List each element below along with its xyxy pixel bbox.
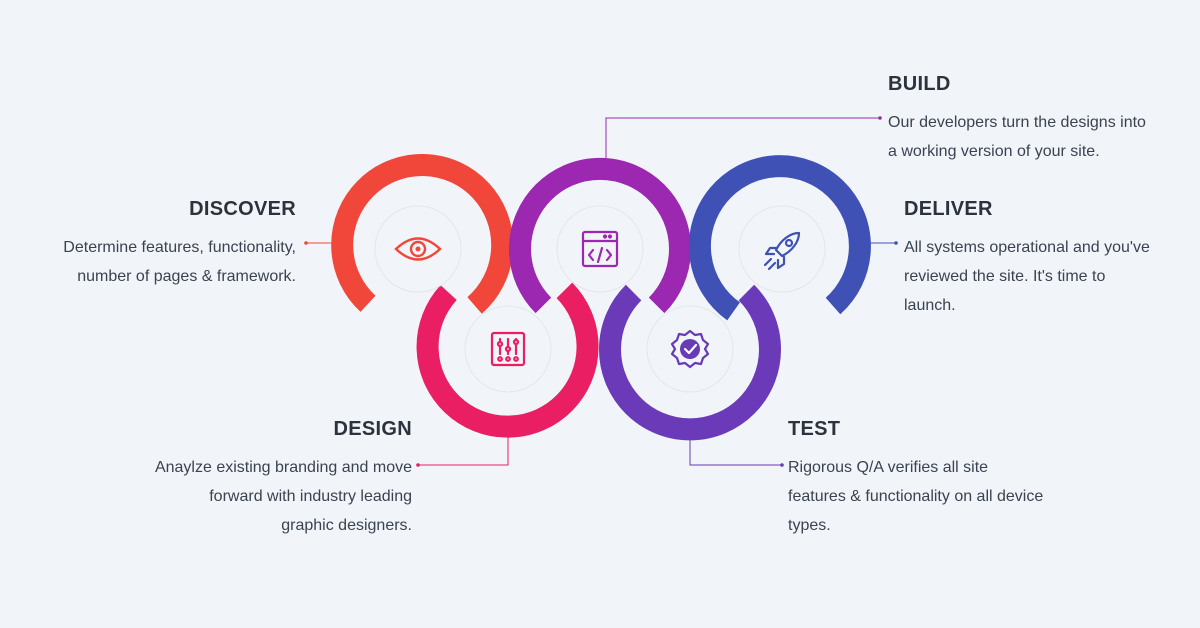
build-line-1: Our developers turn the designs into [888,114,1146,131]
test-line-1: Rigorous Q/A verifies all site [788,459,989,476]
discover-ring [331,153,514,314]
test-line-2: features & functionality on all device [788,488,1044,505]
deliver-ring [688,155,871,321]
design-line-1: Anaylze existing branding and move [154,459,412,476]
build-connector-dot [878,116,882,120]
code-window-icon [581,230,619,268]
step-design: DESIGN Anaylze existing branding and mov… [100,417,412,540]
deliver-title: DELIVER [904,198,993,220]
rings [331,153,871,441]
badge-check-icon [670,329,710,369]
step-test: TEST Rigorous Q/A verifies all site feat… [788,417,1088,540]
design-line-2: forward with industry leading [209,488,412,505]
design-connector-dot [416,463,420,467]
design-line-3: graphic designers. [281,517,412,534]
sliders-icon [490,331,526,367]
build-inner-circle [556,205,644,293]
design-connector [418,430,509,466]
test-connector [689,430,782,466]
deliver-line-2: reviewed the site. It's time to [904,268,1106,285]
design-description: Anaylze existing branding and move forwa… [100,453,412,540]
build-ring [509,157,691,314]
deliver-connector-dot [894,241,898,245]
build-title: BUILD [888,73,951,95]
build-description: Our developers turn the designs into a w… [888,108,1188,166]
rocket-icon [763,231,801,271]
discover-line-2: number of pages & framework. [77,268,296,285]
deliver-line-3: launch. [904,297,956,314]
discover-line-1: Determine features, functionality, [63,239,296,256]
discover-title: DISCOVER [189,198,296,220]
step-build: BUILD Our developers turn the designs in… [888,72,1188,166]
design-ring [416,282,599,438]
deliver-inner-circle [738,205,826,293]
discover-connector-dot [304,241,308,245]
build-line-2: a working version of your site. [888,143,1100,160]
deliver-line-1: All systems operational and you've [904,239,1150,256]
ring-joints [449,293,475,306]
step-deliver: DELIVER All systems operational and you'… [904,197,1184,320]
deliver-description: All systems operational and you've revie… [904,233,1184,320]
discover-description: Determine features, functionality, numbe… [20,233,296,291]
test-title: TEST [788,418,841,440]
eye-icon [394,237,442,261]
design-title: DESIGN [333,418,412,440]
step-discover: DISCOVER Determine features, functionali… [20,197,296,291]
test-connector-dot [780,463,784,467]
test-ring [599,284,781,441]
test-description: Rigorous Q/A verifies all site features … [788,453,1088,540]
build-connector [605,117,880,168]
test-line-3: types. [788,517,831,534]
connector-lines [304,116,898,467]
